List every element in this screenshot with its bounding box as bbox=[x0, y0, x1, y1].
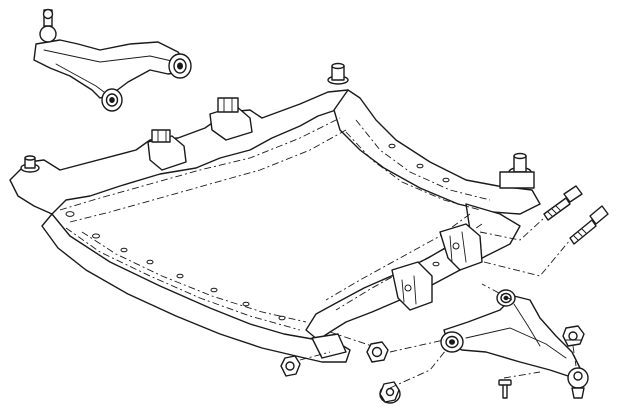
front-subframe bbox=[9, 62, 541, 363]
engine-mount-bracket-right bbox=[209, 97, 253, 141]
engine-mount-bracket-left bbox=[147, 129, 187, 171]
flange-nut bbox=[379, 381, 401, 404]
ball-joint-nut bbox=[562, 325, 585, 347]
mounting-bolt-short bbox=[569, 205, 609, 245]
leader-lines bbox=[299, 217, 577, 389]
lower-control-arm bbox=[440, 289, 589, 399]
bushing-nut bbox=[366, 341, 389, 363]
mounting-bolt-long bbox=[543, 185, 583, 221]
ball-joint-bolt bbox=[498, 379, 512, 399]
bushing-nut bbox=[280, 355, 301, 377]
upper-control-arm bbox=[33, 8, 192, 112]
